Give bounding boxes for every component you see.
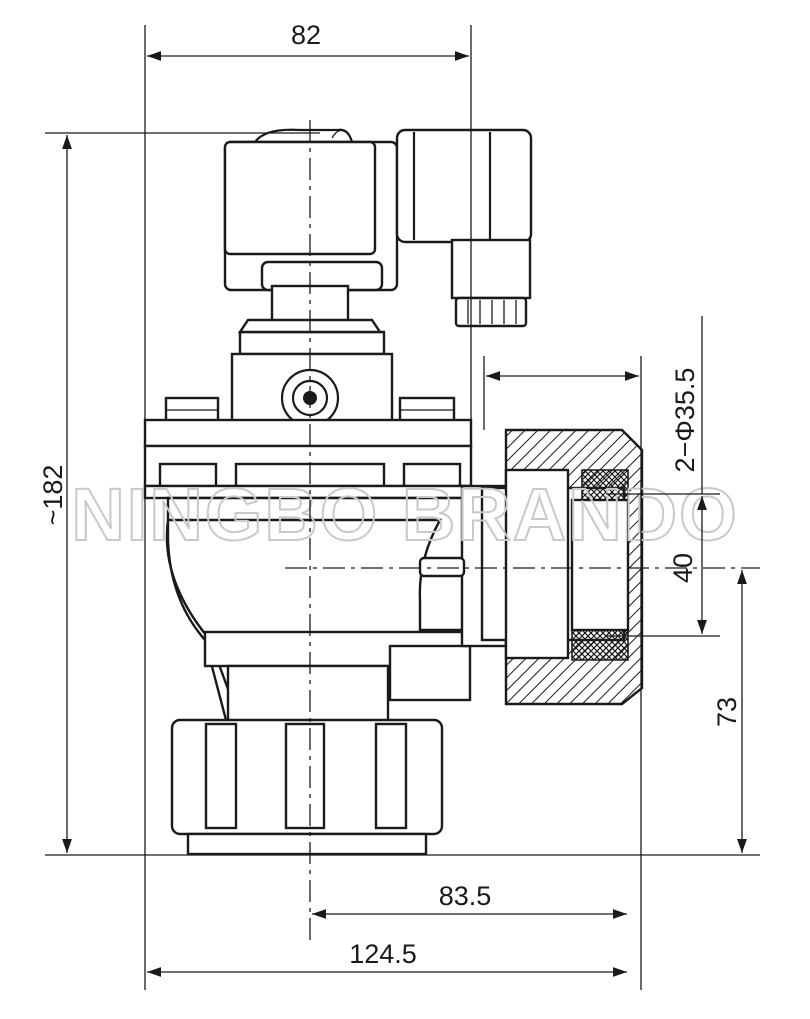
pilot-neck bbox=[230, 318, 394, 428]
dim-port-height: 73 bbox=[712, 697, 742, 727]
outlet-nut bbox=[170, 718, 444, 856]
watermark: NINGBO BRANDO bbox=[71, 473, 738, 556]
dim-top-width: 82 bbox=[291, 20, 321, 50]
dimension-labels: 82 ~182 2−Φ35.5 40 73 83.5 124.5 bbox=[38, 20, 742, 969]
dim-port-diameter: 2−Φ35.5 bbox=[670, 368, 700, 473]
dim-overall-width: 124.5 bbox=[349, 939, 417, 969]
outlet-neck bbox=[203, 630, 472, 724]
connector-plug bbox=[395, 128, 533, 328]
dim-port-offset: 40 bbox=[668, 553, 698, 583]
extension-lines bbox=[45, 25, 760, 990]
valve-body bbox=[143, 128, 644, 856]
center-lines bbox=[285, 120, 760, 945]
cover-bolts bbox=[164, 396, 456, 424]
cover-plate bbox=[143, 418, 473, 500]
dim-center-to-port: 83.5 bbox=[439, 881, 492, 911]
solenoid-coil bbox=[223, 128, 399, 334]
dim-height-total: ~182 bbox=[38, 465, 68, 526]
dimension-lines bbox=[62, 51, 747, 977]
